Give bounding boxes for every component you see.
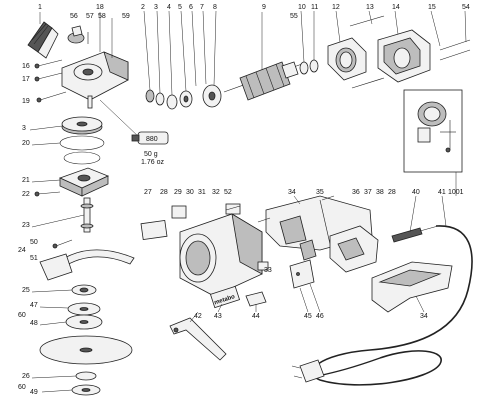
switch-module bbox=[329, 225, 379, 273]
callout-60-lower: 60 bbox=[18, 384, 26, 391]
o-ring bbox=[59, 135, 105, 151]
fan-baffle bbox=[327, 37, 367, 81]
callout-38: 38 bbox=[376, 189, 384, 196]
callout-54: 54 bbox=[462, 4, 470, 11]
callout-57: 57 bbox=[86, 13, 94, 20]
callout-32: 32 bbox=[212, 189, 220, 196]
callout-43: 43 bbox=[214, 313, 222, 320]
brush-cap-parts bbox=[67, 25, 89, 44]
callout-28-right: 28 bbox=[388, 189, 396, 196]
callout-19: 19 bbox=[22, 98, 30, 105]
callout-58: 58 bbox=[98, 13, 106, 20]
label-plate-27 bbox=[140, 219, 168, 241]
grease-code: 880 bbox=[146, 136, 158, 143]
callout-28-mid: 28 bbox=[160, 189, 168, 196]
callout-20: 20 bbox=[22, 140, 30, 147]
power-plug bbox=[291, 359, 325, 383]
gear-head-housing bbox=[61, 51, 129, 101]
callout-9: 9 bbox=[262, 4, 266, 11]
power-cord bbox=[311, 225, 473, 386]
callout-41: 41 bbox=[438, 189, 446, 196]
callout-24: 24 bbox=[18, 247, 26, 254]
callout-33: 33 bbox=[264, 267, 272, 274]
leader-lines bbox=[29, 10, 467, 393]
callout-26: 26 bbox=[22, 373, 30, 380]
callout-25: 25 bbox=[22, 287, 30, 294]
callout-2: 2 bbox=[141, 4, 145, 11]
callout-60-upper: 60 bbox=[18, 312, 26, 319]
callout-47: 47 bbox=[30, 302, 38, 309]
callout-17: 17 bbox=[22, 76, 30, 83]
callout-18: 18 bbox=[96, 4, 104, 11]
callout-51: 51 bbox=[30, 255, 38, 262]
callout-55: 55 bbox=[290, 13, 298, 20]
field-coil bbox=[377, 29, 431, 83]
callout-21: 21 bbox=[22, 177, 30, 184]
callout-10: 10 bbox=[298, 4, 306, 11]
callout-36: 36 bbox=[352, 189, 360, 196]
callout-27: 27 bbox=[144, 189, 152, 196]
callout-50: 50 bbox=[30, 239, 38, 246]
cable-clamp bbox=[391, 225, 439, 243]
motor-housing bbox=[179, 213, 263, 297]
callout-13: 13 bbox=[366, 4, 374, 11]
callout-46: 46 bbox=[316, 313, 324, 320]
handle-shell-lower bbox=[371, 261, 453, 313]
callout-12: 12 bbox=[332, 4, 340, 11]
callout-34-upper: 34 bbox=[288, 189, 296, 196]
callout-35: 35 bbox=[316, 189, 324, 196]
callout-3-top: 3 bbox=[154, 4, 158, 11]
side-handle bbox=[27, 21, 59, 59]
bevel-gear bbox=[61, 116, 103, 135]
pin-spanner bbox=[169, 317, 227, 361]
callout-4: 4 bbox=[167, 4, 171, 11]
callout-56: 56 bbox=[70, 13, 78, 20]
callout-30: 30 bbox=[186, 189, 194, 196]
grease-tube: 880 50 g 1.76 oz bbox=[99, 99, 169, 166]
grease-weight-g: 50 g bbox=[144, 151, 158, 158]
callout-1: 1 bbox=[38, 4, 42, 11]
callout-29: 29 bbox=[174, 189, 182, 196]
callout-44: 44 bbox=[252, 313, 260, 320]
callout-6: 6 bbox=[189, 4, 193, 11]
callout-49: 49 bbox=[30, 389, 38, 396]
spindle bbox=[80, 197, 94, 233]
callout-7: 7 bbox=[200, 4, 204, 11]
armature bbox=[223, 61, 303, 101]
callout-14: 14 bbox=[392, 4, 400, 11]
callout-15: 15 bbox=[428, 4, 436, 11]
wheel-guard bbox=[39, 239, 135, 281]
callout-22: 22 bbox=[22, 191, 30, 198]
bearing-flange bbox=[58, 167, 110, 197]
callout-5: 5 bbox=[178, 4, 182, 11]
callout-48: 48 bbox=[30, 320, 38, 327]
callout-8: 8 bbox=[213, 4, 217, 11]
bearing-stack bbox=[145, 84, 222, 110]
callout-40: 40 bbox=[412, 189, 420, 196]
callout-16: 16 bbox=[22, 63, 30, 70]
callout-3-left: 3 bbox=[22, 125, 26, 132]
callout-23: 23 bbox=[22, 222, 30, 229]
housing-screws bbox=[34, 59, 67, 103]
callout-37: 37 bbox=[364, 189, 372, 196]
callout-31: 31 bbox=[198, 189, 206, 196]
callout-42: 42 bbox=[194, 313, 202, 320]
callout-59: 59 bbox=[122, 13, 130, 20]
disc-set-60 bbox=[65, 302, 103, 330]
callout-52: 52 bbox=[224, 189, 232, 196]
grease-weight-oz: 1.76 oz bbox=[141, 159, 164, 166]
callout-34-lower: 34 bbox=[420, 313, 428, 320]
callout-11: 11 bbox=[311, 4, 318, 11]
inset-1001 bbox=[403, 89, 463, 173]
callout-45: 45 bbox=[304, 313, 312, 320]
switch-parts bbox=[289, 239, 317, 289]
